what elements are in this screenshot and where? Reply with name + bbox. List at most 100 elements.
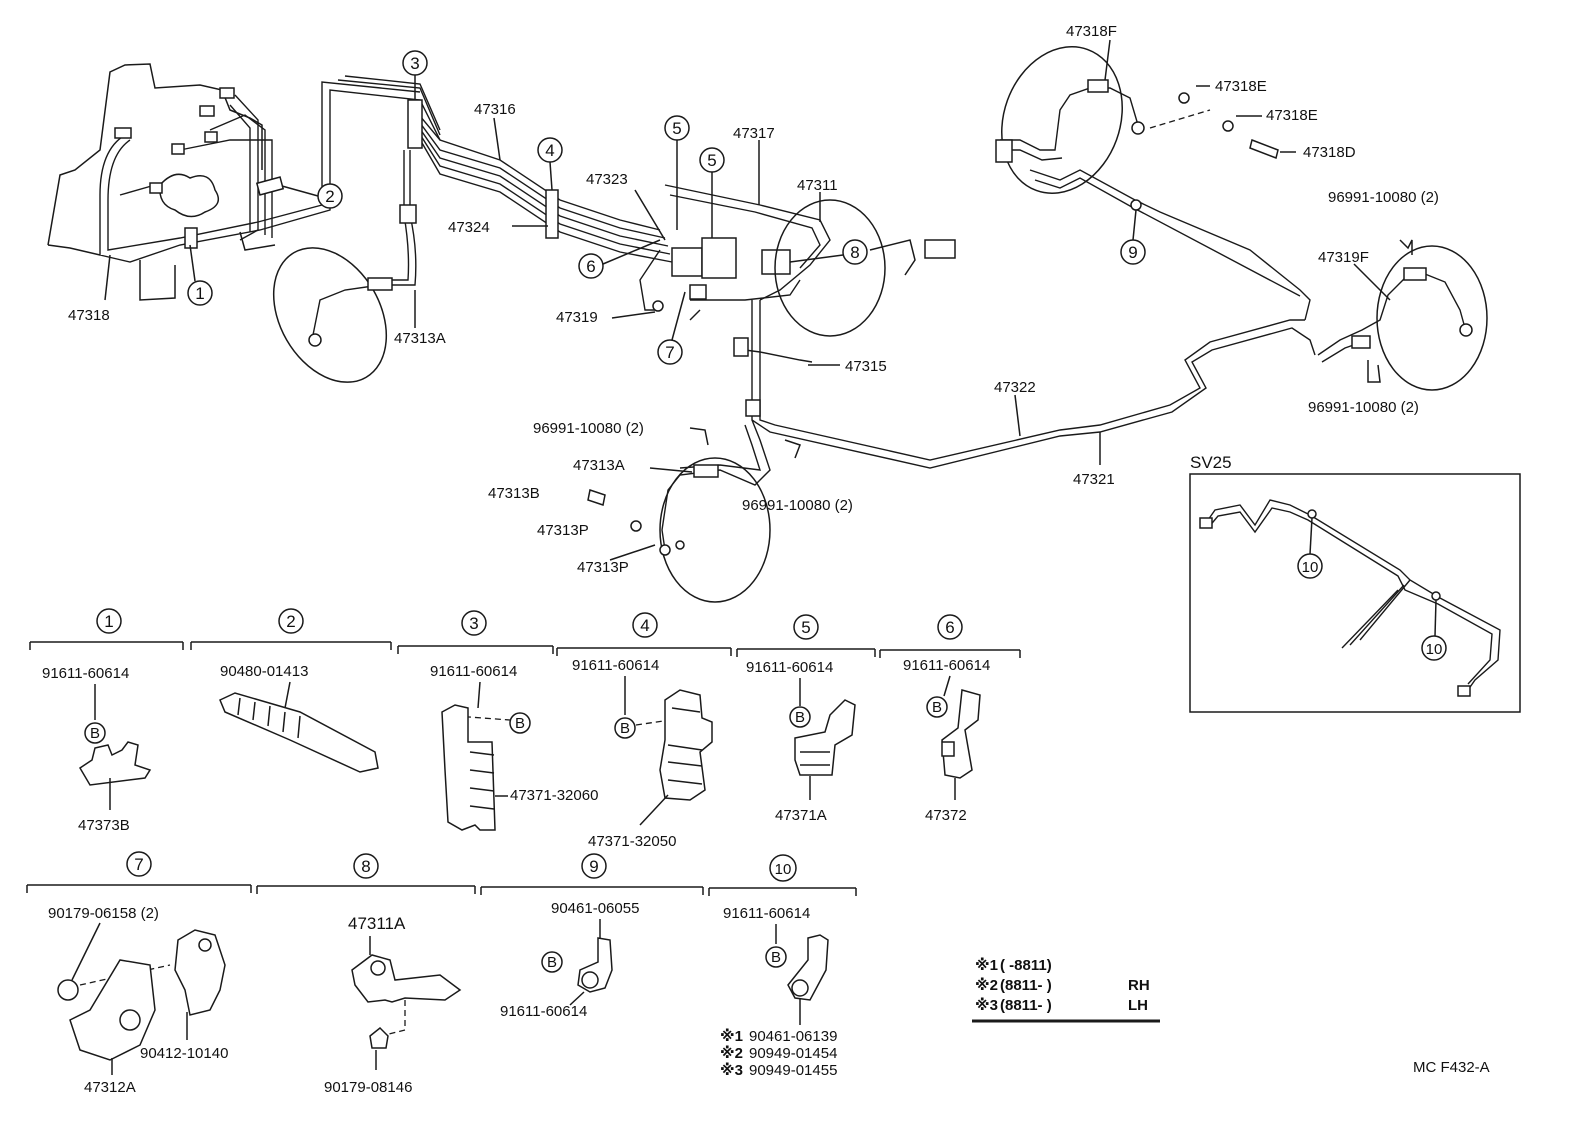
svg-text:10: 10 (775, 861, 792, 878)
callout-1-main: 1 (187, 244, 213, 306)
leader-lines (104, 39, 1391, 561)
callout-4-main: 4 (537, 137, 563, 191)
svg-text:90461-06139: 90461-06139 (749, 1028, 837, 1045)
label-47321: 47321 (1073, 471, 1115, 488)
svg-text:LH: LH (1128, 997, 1148, 1014)
callout-5b-main: 5 (699, 147, 725, 238)
label-47313A: 47313A (394, 330, 446, 347)
left-rear-disc (587, 419, 801, 603)
sv25-inset: SV25 10 10 (1189, 453, 1521, 713)
label-47313A-rear: 47313A (573, 457, 625, 474)
svg-text:B: B (795, 709, 805, 726)
svg-text:90179-08146: 90179-08146 (324, 1079, 412, 1096)
svg-text:(8811- ): (8811- ) (1000, 977, 1052, 994)
left-front-disc (272, 150, 417, 383)
label-47313P-lower: 47313P (577, 559, 629, 576)
inset-title: SV25 (1190, 453, 1232, 472)
svg-text:91611-60614: 91611-60614 (572, 657, 659, 674)
svg-text:B: B (771, 949, 781, 966)
svg-text:90949-01455: 90949-01455 (749, 1062, 837, 1079)
label-47322: 47322 (994, 379, 1036, 396)
svg-text:91611-60614: 91611-60614 (746, 659, 833, 676)
label-47318E-upper: 47318E (1215, 78, 1267, 95)
figure-code: MC F432-A (1413, 1059, 1490, 1076)
svg-text:(8811- ): (8811- ) (1000, 997, 1052, 1014)
svg-text:7: 7 (665, 343, 674, 362)
svg-text:90949-01454: 90949-01454 (749, 1045, 837, 1062)
svg-text:47371A: 47371A (775, 807, 827, 824)
label-47311: 47311 (797, 177, 838, 194)
svg-text:90461-06055: 90461-06055 (551, 900, 639, 917)
svg-text:7: 7 (134, 855, 143, 874)
svg-text:9: 9 (1128, 243, 1137, 262)
callout-8-main: 8 (789, 239, 868, 265)
svg-text:※1: ※1 (975, 956, 998, 974)
svg-text:※3: ※3 (975, 996, 998, 1014)
svg-text:8: 8 (850, 243, 859, 262)
svg-text:47371-32060: 47371-32060 (510, 787, 598, 804)
svg-text:47312A: 47312A (84, 1079, 136, 1096)
svg-text:91611-60614: 91611-60614 (903, 657, 990, 674)
svg-text:B: B (932, 699, 942, 716)
svg-text:1: 1 (195, 284, 204, 303)
svg-text:※3: ※3 (720, 1061, 743, 1079)
svg-text:9: 9 (589, 857, 598, 876)
detail-1-clamp: 91611-60614 B 47373B (42, 665, 152, 834)
svg-text:8: 8 (361, 857, 370, 876)
label-47319: 47319 (556, 309, 598, 326)
svg-text:5: 5 (672, 119, 681, 138)
svg-text:※1: ※1 (720, 1027, 743, 1045)
label-47313B: 47313B (488, 485, 540, 502)
svg-text:4: 4 (545, 141, 554, 160)
svg-text:90480-01413: 90480-01413 (220, 663, 308, 680)
label-47323: 47323 (586, 171, 628, 188)
svg-text:B: B (620, 720, 630, 737)
detail-8-bracket: 47311A 90179-08146 (324, 914, 462, 1096)
svg-text:91611-60614: 91611-60614 (42, 665, 129, 682)
svg-text:47371-32050: 47371-32050 (588, 833, 676, 850)
detail-5-clamp: 91611-60614 B 47371A (746, 659, 856, 824)
svg-text:91611-60614: 91611-60614 (430, 663, 517, 680)
svg-text:※2: ※2 (720, 1044, 743, 1062)
detail-headers-row2: 7 8 9 10 (26, 851, 857, 896)
svg-text:5: 5 (707, 151, 716, 170)
label-47318D: 47318D (1303, 144, 1356, 161)
svg-text:3: 3 (469, 614, 478, 633)
svg-text:4: 4 (640, 616, 649, 635)
callout-6-main: 6 (578, 239, 661, 279)
detail-9-clamp: 90461-06055 B 91611-60614 (500, 900, 639, 1020)
svg-text:B: B (547, 954, 557, 971)
svg-text:91611-60614: 91611-60614 (723, 905, 810, 922)
callout-5a-main: 5 (664, 115, 690, 230)
svg-text:B: B (90, 725, 100, 742)
detail-headers-row1: 1 2 3 4 5 6 (29, 608, 1021, 658)
label-47317: 47317 (733, 125, 775, 142)
applicability-notes: ※1 ( -8811) ※2 (8811- ) RH ※3 (8811- ) L… (972, 956, 1160, 1023)
label-47313P-upper: 47313P (537, 522, 589, 539)
svg-text:B: B (515, 715, 525, 732)
svg-text:6: 6 (945, 618, 954, 637)
center-valve-assembly (639, 184, 956, 337)
svg-text:47311A: 47311A (348, 914, 406, 933)
svg-text:90412-10140: 90412-10140 (140, 1045, 228, 1062)
label-47324: 47324 (448, 219, 490, 236)
inset-callout-b: 10 (1426, 641, 1443, 658)
svg-text:5: 5 (801, 618, 810, 637)
label-96991-right: 96991-10080 (2) (1308, 399, 1419, 416)
tube-bundle-47316 (407, 99, 673, 263)
svg-text:※2: ※2 (975, 976, 998, 994)
front-left-assembly (47, 63, 441, 301)
inset-callout-a: 10 (1302, 559, 1319, 576)
detail-10-clamp: 91611-60614 B ※1 90461-06139 ※2 90949-01… (720, 905, 837, 1079)
detail-6-clamp: 91611-60614 B 47372 (903, 657, 990, 824)
label-47316: 47316 (474, 101, 516, 118)
right-front-disc (995, 46, 1279, 194)
svg-text:47372: 47372 (925, 807, 967, 824)
label-47319F: 47319F (1318, 249, 1369, 266)
svg-text:( -8811): ( -8811) (1000, 957, 1052, 974)
label-47318: 47318 (68, 307, 110, 324)
label-96991-center-lower: 96991-10080 (2) (742, 497, 853, 514)
label-47318E-lower: 47318E (1266, 107, 1318, 124)
label-96991-center-upper: 96991-10080 (2) (533, 420, 644, 437)
